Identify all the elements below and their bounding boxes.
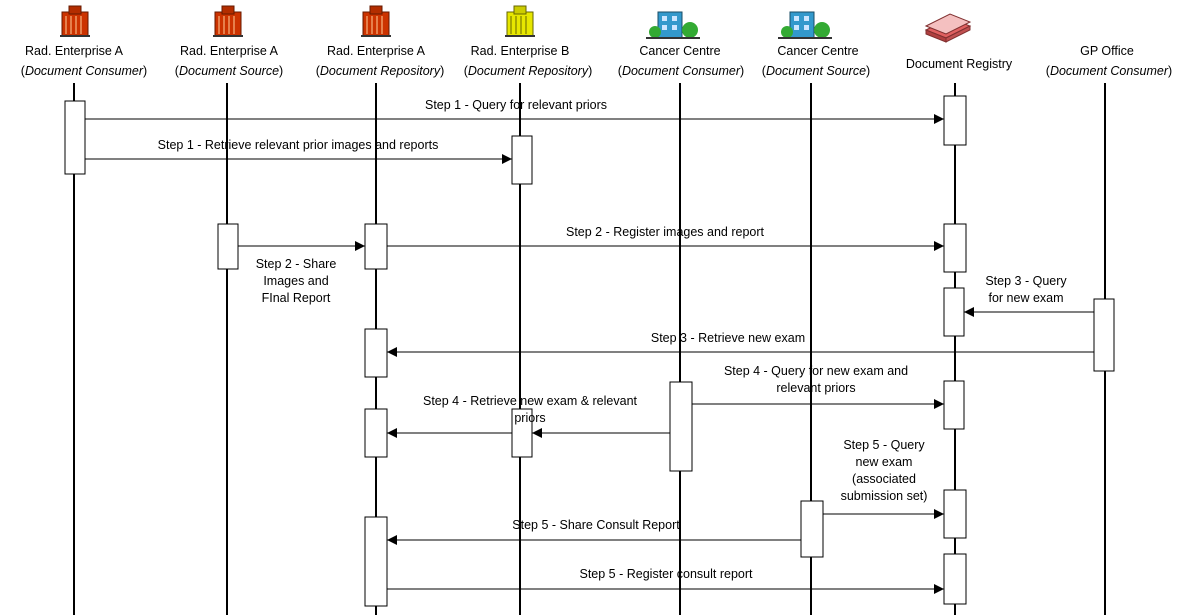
message-label: Step 4 - Query for new exam and — [724, 364, 908, 378]
message-label: Step 4 - Retrieve new exam & relevant — [423, 394, 638, 408]
activation-box — [669, 381, 693, 472]
message-label: (associated — [852, 472, 916, 486]
activation-box — [364, 223, 388, 270]
message-label: Step 5 - Share Consult Report — [512, 518, 680, 532]
document-stack-icon — [924, 13, 972, 43]
activation-box — [943, 95, 967, 146]
activation-box — [364, 408, 388, 458]
participant-name: Rad. Enterprise A — [25, 44, 124, 58]
activation-box — [364, 516, 388, 607]
participant-role: Document Consumer — [1050, 64, 1169, 78]
participant-role-line: (Document Source) — [175, 64, 283, 78]
activation-box — [800, 500, 824, 558]
participant-role-line: (Document Consumer) — [21, 64, 147, 78]
message-label: Images and — [263, 274, 328, 288]
participant-role: Document Repository — [320, 64, 441, 78]
participant-role: Document Repository — [468, 64, 589, 78]
activation-box — [943, 223, 967, 273]
building-icon — [361, 5, 391, 37]
participant-name: Cancer Centre — [639, 44, 720, 58]
participant-role-line: (Document Consumer) — [618, 64, 744, 78]
activation-box — [64, 100, 86, 175]
participant-role: Document Source — [766, 64, 866, 78]
participant-name: GP Office — [1080, 44, 1134, 58]
building-icon — [213, 5, 243, 37]
activation-box — [943, 380, 965, 430]
message-label: for new exam — [988, 291, 1063, 305]
activation-box — [511, 135, 533, 185]
hospital-icon — [646, 11, 700, 39]
activation-box — [217, 223, 239, 270]
participant-name: Document Registry — [906, 57, 1013, 71]
message-label: Step 3 - Query — [985, 274, 1067, 288]
participant-role: Document Consumer — [25, 64, 144, 78]
participant-name: Rad. Enterprise A — [180, 44, 279, 58]
message-label: Step 3 - Retrieve new exam — [651, 331, 805, 345]
activation-box — [1093, 298, 1115, 372]
participant-name: Cancer Centre — [777, 44, 858, 58]
participant-role: Document Consumer — [622, 64, 741, 78]
participant-name: Rad. Enterprise B — [471, 44, 570, 58]
activation-box — [364, 328, 388, 378]
message-label: Step 2 - Register images and report — [566, 225, 765, 239]
message-label: Step 5 - Register consult report — [580, 567, 754, 581]
message-label: Step 2 - Share — [256, 257, 337, 271]
message-label: submission set) — [841, 489, 928, 503]
message-label: FInal Report — [262, 291, 331, 305]
message-label: relevant priors — [776, 381, 855, 395]
participant-role-line: (Document Repository) — [464, 64, 593, 78]
activation-box — [943, 553, 967, 605]
message-label: Step 5 - Query — [843, 438, 925, 452]
participant-name: Rad. Enterprise A — [327, 44, 426, 58]
activation-box — [943, 489, 967, 539]
message-label: Step 1 - Retrieve relevant prior images … — [158, 138, 439, 152]
message-label: new exam — [856, 455, 913, 469]
activation-box — [943, 287, 965, 337]
building-icon — [505, 5, 535, 37]
message-label: priors — [514, 411, 545, 425]
participant-role-line: (Document Source) — [762, 64, 870, 78]
message-label: Step 1 - Query for relevant priors — [425, 98, 607, 112]
participant-role: Document Source — [179, 64, 279, 78]
participant-role-line: (Document Consumer) — [1046, 64, 1172, 78]
building-icon — [60, 5, 90, 37]
participant-role-line: (Document Repository) — [316, 64, 445, 78]
hospital-icon — [778, 11, 832, 39]
